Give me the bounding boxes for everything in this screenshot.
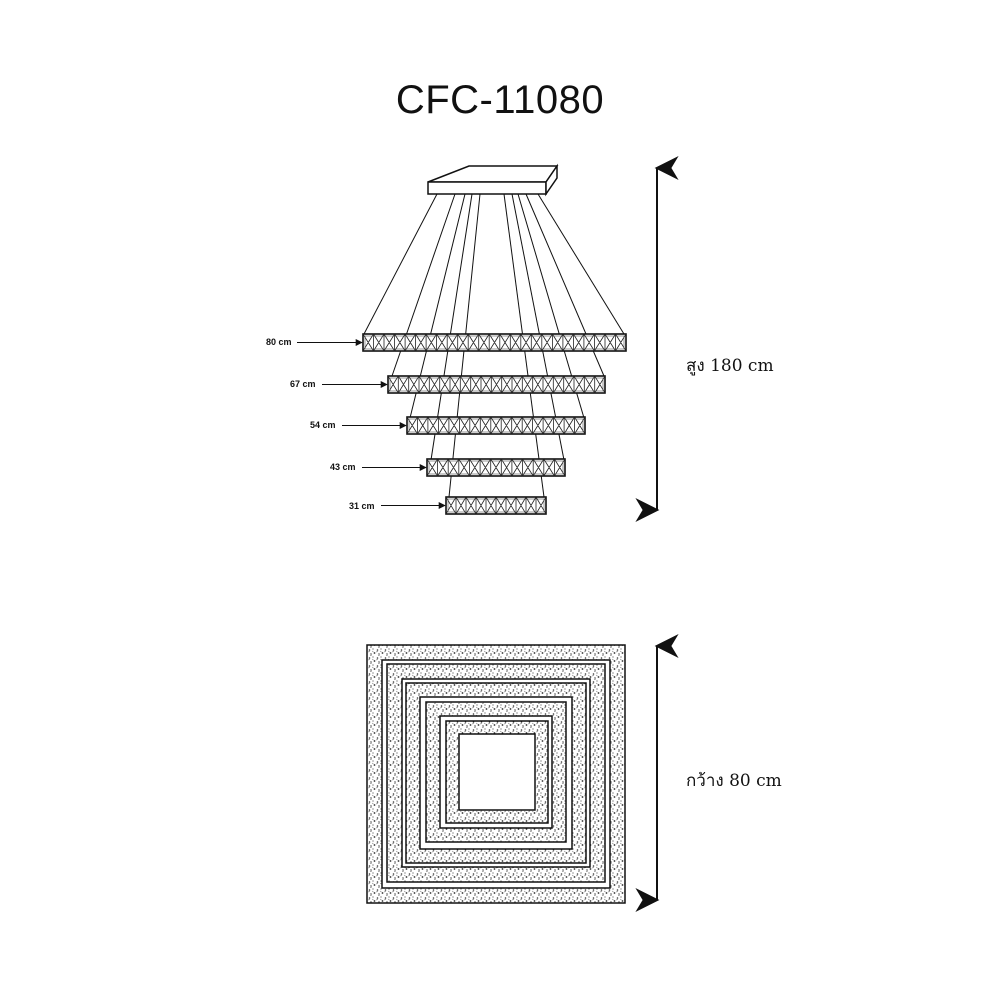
chandelier-top-view: [366, 644, 626, 904]
top-view-frame-2: [386, 663, 606, 883]
width-label: กว้าง 80 cm: [686, 771, 782, 791]
ring-pointer-arrows: [297, 339, 446, 509]
crystal-ring-5: [445, 496, 547, 515]
model-title: CFC-11080: [395, 78, 605, 122]
top-view-frame-5: [445, 720, 549, 824]
ceiling-canopy: [427, 163, 559, 197]
top-view-frame-4: [425, 701, 567, 843]
crystal-rings: [362, 333, 627, 515]
crystal-ring-3: [406, 416, 586, 435]
top-view-frame-1: [366, 644, 626, 904]
crystal-ring-1: [362, 333, 627, 352]
crystal-ring-4: [426, 458, 566, 477]
top-view-frame-3: [405, 682, 587, 864]
ring-label-31: 31 cm: [349, 501, 375, 511]
ring-label-80: 80 cm: [266, 337, 292, 347]
height-label: สูง 180 cm: [686, 356, 774, 376]
crystal-ring-2: [387, 375, 606, 394]
ring-label-43: 43 cm: [330, 462, 356, 472]
ring-label-67: 67 cm: [290, 379, 316, 389]
ring-label-54: 54 cm: [310, 420, 336, 430]
